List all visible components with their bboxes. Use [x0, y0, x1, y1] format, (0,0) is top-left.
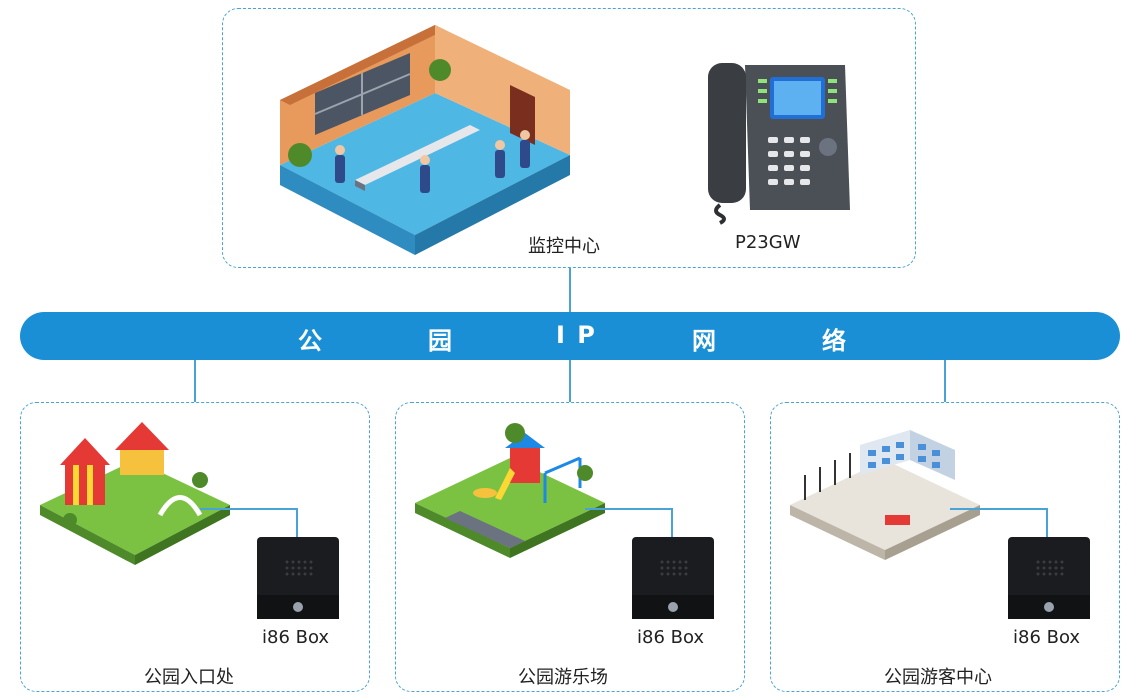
site-device-label: i86 Box — [1013, 627, 1081, 648]
street-lamps — [804, 453, 851, 500]
site-name-label: 公园游客中心 — [884, 667, 992, 688]
ip-phone-icon — [708, 63, 850, 225]
i86-box-icon — [1008, 537, 1090, 619]
circus-tent — [60, 438, 110, 505]
i86-box-icon — [632, 537, 714, 619]
path — [445, 511, 525, 548]
playground-illustration — [415, 423, 605, 558]
site-connector — [194, 360, 196, 402]
visitor-center-illustration — [790, 430, 980, 560]
park-ip-network-bus: 公 园 I P 网 络 — [20, 312, 1120, 360]
room-floor-edge — [280, 165, 415, 255]
monitoring-room-illustration — [280, 25, 570, 255]
plant — [288, 143, 312, 167]
site-connector — [569, 360, 571, 402]
phone-keypad — [768, 137, 810, 185]
plant — [429, 59, 451, 81]
site-device-label: i86 Box — [637, 627, 705, 648]
operators — [335, 130, 530, 193]
phone-nav-ring — [819, 138, 837, 156]
sandbox — [473, 488, 497, 498]
site-park-playground — [395, 402, 745, 692]
phone-handset — [708, 63, 746, 203]
console-desk — [355, 125, 480, 185]
network-char: 络 — [822, 327, 848, 355]
slide-structure — [495, 433, 545, 500]
carousel — [115, 422, 169, 475]
monitoring-center-label: 监控中心 — [528, 236, 600, 257]
site-connector — [944, 360, 946, 402]
park-entrance-illustration — [40, 422, 230, 565]
site-park-entrance — [20, 402, 370, 692]
site-device-label: i86 Box — [262, 627, 330, 648]
network-char: 网 — [692, 327, 718, 355]
entrance-arch — [157, 495, 203, 517]
monitoring-center-group — [222, 8, 916, 268]
phone-model-label: P23GW — [735, 232, 801, 253]
network-char: 公 — [298, 327, 324, 355]
network-char: 园 — [428, 327, 454, 355]
flower-bed — [885, 515, 910, 525]
site-name-label: 公园入口处 — [144, 667, 234, 688]
i86-box-icon — [257, 537, 339, 619]
site-name-label: 公园游乐场 — [518, 667, 608, 688]
room-right-wall — [435, 25, 570, 155]
room-door — [510, 85, 535, 145]
site-visitor-center — [770, 402, 1120, 692]
visitor-building — [860, 430, 955, 480]
network-char: I P — [556, 321, 597, 349]
top-connector — [569, 268, 571, 312]
